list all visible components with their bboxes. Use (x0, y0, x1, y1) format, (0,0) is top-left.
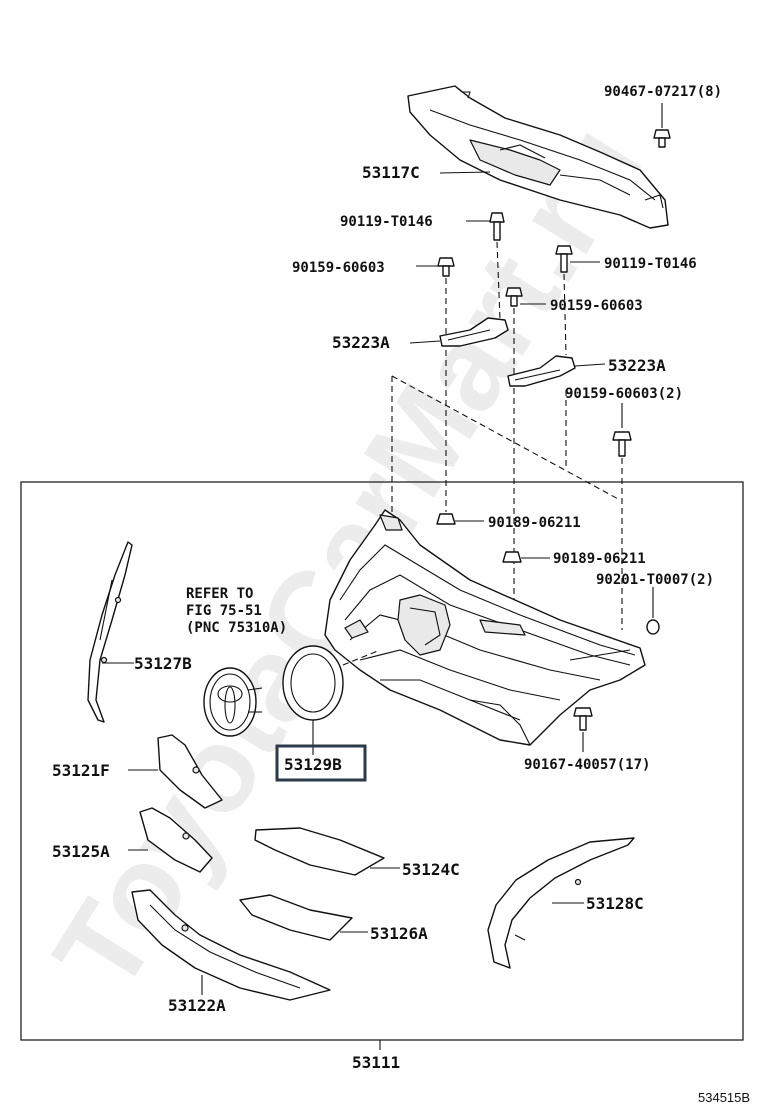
part-53117C-drawing[interactable] (407, 85, 669, 229)
part-53127B-drawing[interactable] (87, 541, 133, 723)
bolt-90119-right-icon[interactable] (555, 245, 600, 273)
bolt-90467-icon[interactable] (653, 103, 671, 148)
part-53125A-drawing[interactable] (139, 807, 213, 873)
label-90159-60603-left[interactable]: 90159-60603 (292, 260, 385, 276)
label-90119-T0146-right[interactable]: 90119-T0146 (604, 256, 697, 272)
clip-90189-b-icon[interactable] (502, 551, 522, 563)
label-90201-T0007[interactable]: 90201-T0007(2) (596, 572, 714, 588)
refer-note-line3: (PNC 75310A) (186, 620, 287, 636)
part-53223A-right-drawing[interactable] (507, 355, 576, 387)
refer-note-line2: FIG 75-51 (186, 603, 262, 619)
label-53111[interactable]: 53111 (352, 1053, 400, 1072)
label-90159-60603-right[interactable]: 90159-60603(2) (565, 386, 683, 402)
bolt-90159-left-icon[interactable] (416, 257, 455, 277)
bolt-90159-right-icon[interactable] (612, 403, 632, 457)
label-90189-06211-b[interactable]: 90189-06211 (553, 551, 646, 567)
part-53223A-left-drawing[interactable] (439, 317, 509, 347)
label-53121F[interactable]: 53121F (52, 761, 110, 780)
clip-90189-a-icon[interactable] (436, 513, 456, 525)
toyota-emblem-icon[interactable] (203, 667, 263, 737)
label-53129B[interactable]: 53129B (284, 755, 342, 774)
label-53125A[interactable]: 53125A (52, 842, 110, 861)
label-90467-07217[interactable]: 90467-07217(8) (604, 84, 722, 100)
part-53122A-drawing[interactable] (131, 889, 331, 1001)
diagram-id: 534515B (698, 1090, 750, 1105)
label-53127B[interactable]: 53127B (134, 654, 192, 673)
nut-90201-icon[interactable] (646, 587, 660, 635)
refer-note: REFER TO FIG 75-51 (PNC 75310A) (186, 586, 287, 636)
part-53128C-drawing[interactable] (487, 837, 635, 969)
label-90159-60603-mid[interactable]: 90159-60603 (550, 298, 643, 314)
label-90167-40057[interactable]: 90167-40057(17) (524, 757, 650, 773)
label-90119-T0146-left[interactable]: 90119-T0146 (340, 214, 433, 230)
label-53128C[interactable]: 53128C (586, 894, 644, 913)
refer-note-line1: REFER TO (186, 586, 253, 602)
bolt-90119-left-icon[interactable] (466, 212, 505, 241)
bolt-90159-mid-icon[interactable] (505, 287, 546, 307)
highlight-box-53129B (275, 744, 367, 782)
label-53223A-right[interactable]: 53223A (608, 356, 666, 375)
screw-90167-icon[interactable] (573, 707, 593, 752)
label-53124C[interactable]: 53124C (402, 860, 460, 879)
assembly-53111-frame (20, 481, 744, 1041)
label-90189-06211-a[interactable]: 90189-06211 (488, 515, 581, 531)
label-53126A[interactable]: 53126A (370, 924, 428, 943)
label-53117C[interactable]: 53117C (362, 163, 420, 182)
grille-body-drawing[interactable] (324, 509, 646, 746)
part-53126A-drawing[interactable] (239, 894, 353, 941)
label-53223A-left[interactable]: 53223A (332, 333, 390, 352)
part-53124C-drawing[interactable] (254, 827, 385, 876)
part-53121F-drawing[interactable] (157, 734, 223, 809)
part-53129B-drawing[interactable] (282, 645, 344, 755)
label-53122A[interactable]: 53122A (168, 996, 226, 1015)
